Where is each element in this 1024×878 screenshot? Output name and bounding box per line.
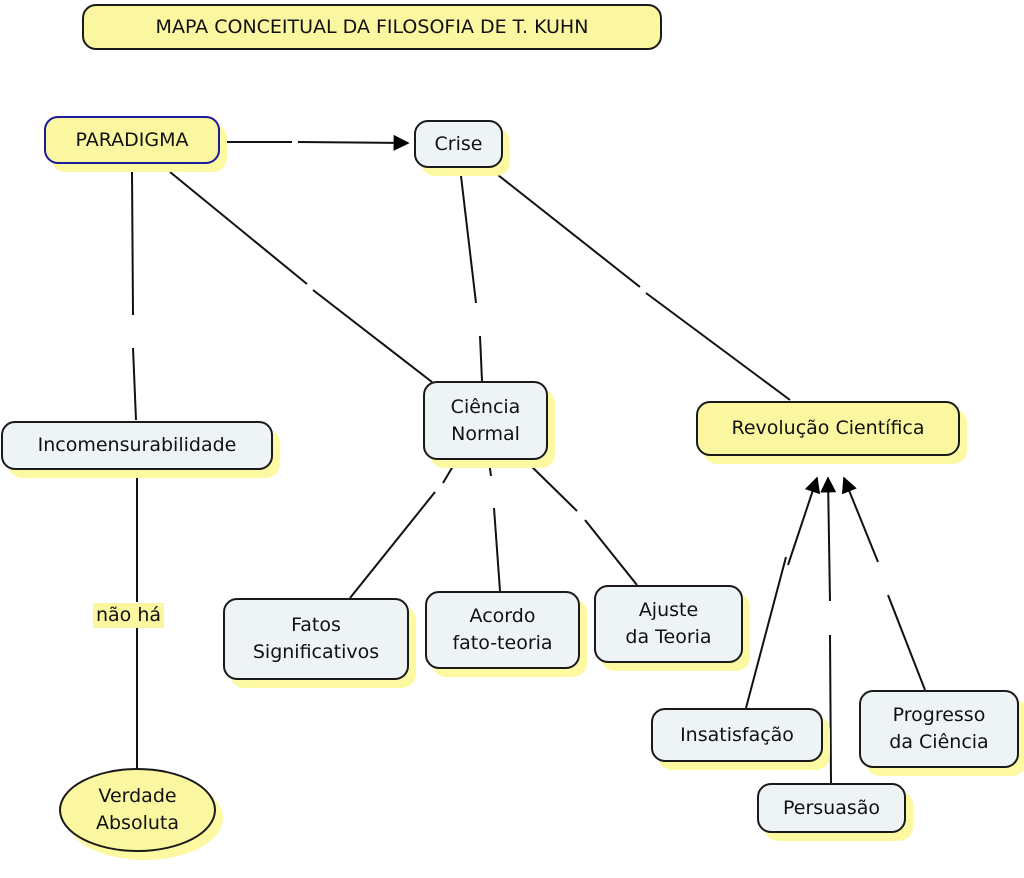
concept-revolucao-cientifica[interactable]: Revolução Científica xyxy=(696,401,960,456)
link-ciencia-ajuste xyxy=(525,460,638,586)
link-insatisfacao-revolucao xyxy=(746,557,788,708)
link-label-nao-ha: não há xyxy=(93,603,165,628)
link-paradigma-incomensurabilidade xyxy=(131,171,137,421)
link-crise-revolucao xyxy=(497,174,791,401)
link-crise-ciencia-normal xyxy=(460,175,483,382)
concept-progresso-da-ciencia[interactable]: Progresso da Ciência xyxy=(859,690,1019,768)
concept-ciencia-normal[interactable]: Ciência Normal xyxy=(423,381,548,460)
concept-paradigma[interactable]: PARADIGMA xyxy=(44,116,220,164)
concept-verdade-absoluta[interactable]: Verdade Absoluta xyxy=(59,768,216,852)
link-paradigma-crise xyxy=(226,142,408,143)
link-progresso-revolucao xyxy=(844,478,926,691)
concept-ajuste-da-teoria[interactable]: Ajuste da Teoria xyxy=(594,585,743,663)
link-paradigma-ciencia-normal xyxy=(169,171,433,383)
link-persuasao-revolucao xyxy=(828,478,831,784)
link-insatisfacao-revolucao-upper xyxy=(787,476,821,566)
concept-crise[interactable]: Crise xyxy=(414,120,503,168)
map-title: MAPA CONCEITUAL DA FILOSOFIA DE T. KUHN xyxy=(82,4,662,50)
concept-fatos-significativos[interactable]: Fatos Significativos xyxy=(223,598,409,680)
link-ciencia-acordo xyxy=(488,460,501,592)
concept-acordo-fato-teoria[interactable]: Acordo fato-teoria xyxy=(425,591,580,669)
concept-incomensurabilidade[interactable]: Incomensurabilidade xyxy=(1,421,273,470)
link-ciencia-fatos xyxy=(349,460,457,599)
concept-insatisfacao[interactable]: Insatisfação xyxy=(651,708,823,762)
concept-persuasao[interactable]: Persuasão xyxy=(757,783,906,833)
